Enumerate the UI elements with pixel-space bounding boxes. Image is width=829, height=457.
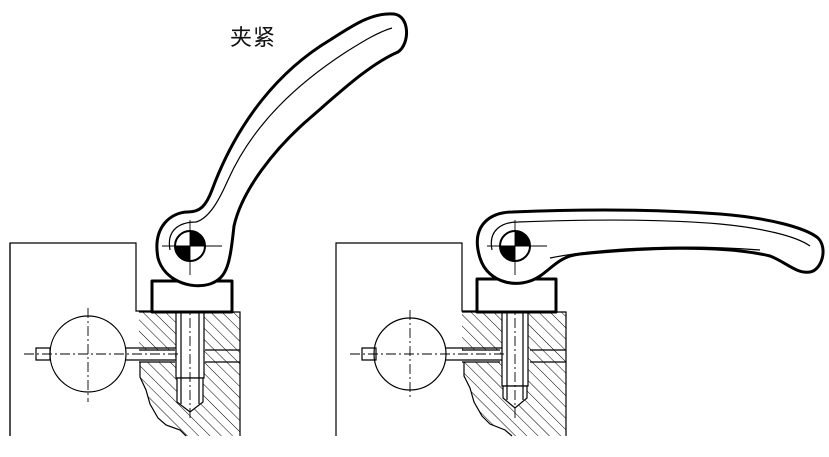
left-assembly-clamped [9, 12, 408, 437]
right-assembly-released [335, 208, 825, 437]
clamp-state-label: 夹紧 [230, 26, 277, 51]
right-lever-handle [475, 208, 825, 285]
left-lever-handle [155, 12, 408, 288]
right-housing-outline [335, 242, 480, 436]
left-housing-outline [9, 242, 155, 436]
